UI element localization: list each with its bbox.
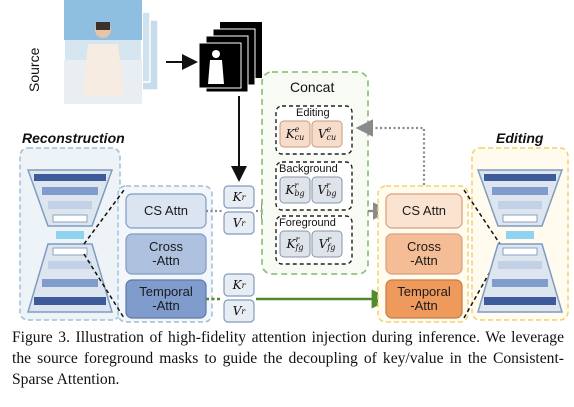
left-cross-attn-box [125,233,207,275]
left-temporal-attn-label: Temporal-Attn [139,283,193,313]
right-cross-attn-label: Cross-Attn [407,238,441,268]
editing-title: Editing [496,130,544,146]
mask-stack [198,22,262,93]
k-edit-box [279,120,311,148]
figure-number: Figure 3. [12,329,70,346]
figure-caption: Figure 3. Illustration of high-fidelity … [12,327,564,390]
k-ref-box-bottom [223,273,255,297]
v-fg-box [311,230,343,258]
source-label: Source [26,47,42,92]
edit-zoom-line-top [463,189,501,245]
k-bg-box [279,176,311,204]
v-bg-box [311,176,343,204]
left-cross-attn-label: Cross-Attn [149,238,183,268]
caption-text: Illustration of high-fidelity attention … [12,329,564,388]
reconstruction-title: Reconstruction [22,130,125,146]
zoom-line-bottom [83,253,125,319]
k-fg-box [279,230,311,258]
left-cs-attn-label: CS Attn [143,202,189,218]
background-group-label: Background [279,163,338,175]
edit-zoom-line-bottom [463,253,501,319]
editing-unet [476,169,564,313]
reconstruction-unet [26,169,114,313]
source-image-frame [63,0,143,105]
right-temporal-attn-box [385,279,463,319]
v-ref-box-bottom [223,299,255,323]
right-cs-attn-label: CS Attn [401,202,447,218]
zoom-line-top [83,189,125,245]
edit-cs-to-edit-kv-connector [355,119,426,194]
v-ref-box-top [223,211,255,235]
foreground-group-label: Foreground [279,217,336,229]
right-cs-attn-box [385,193,463,229]
right-cross-attn-box [385,233,463,275]
editing-group-label: Editing [296,107,330,119]
attention-injection-diagram [19,0,569,323]
right-temporal-attn-label: Temporal-Attn [397,283,451,313]
k-ref-box-top [223,185,255,209]
concat-label: Concat [290,79,335,95]
v-edit-box [311,120,343,148]
